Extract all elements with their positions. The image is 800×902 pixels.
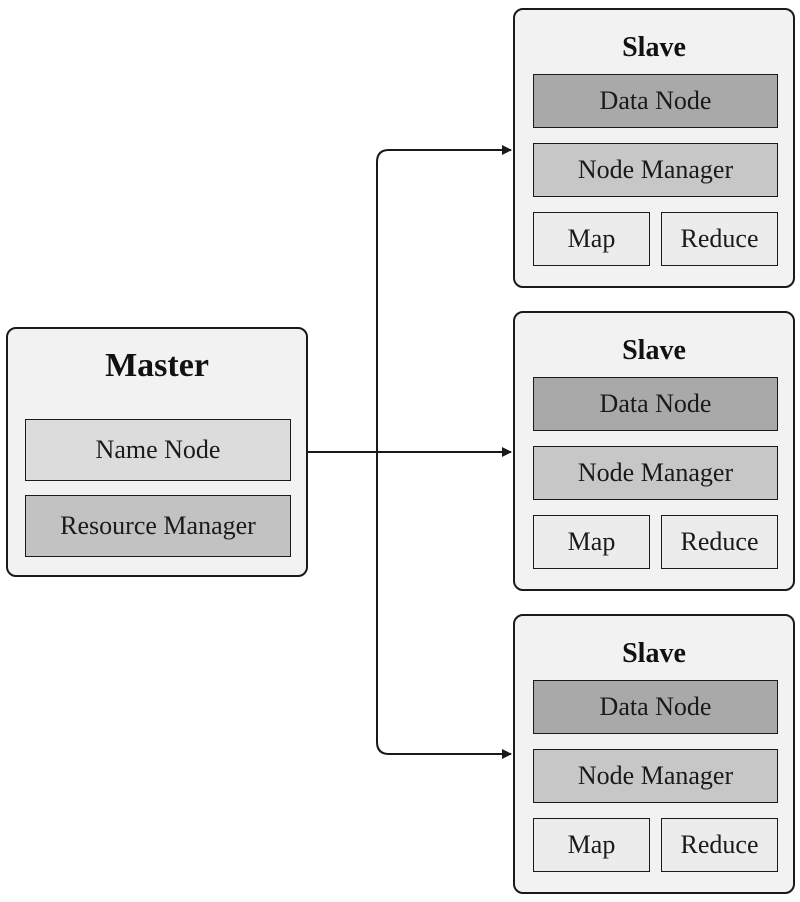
slave-title: Slave (622, 32, 686, 63)
master-node: Master Name Node Resource Manager (6, 327, 308, 577)
slave-title: Slave (622, 335, 686, 366)
resource-manager: Resource Manager (25, 495, 291, 557)
connector-to-slave-3 (376, 452, 512, 759)
slave-node-3: Slave Data Node Node Manager Map Reduce (513, 614, 795, 894)
slave-node-1: Slave Data Node Node Manager Map Reduce (513, 8, 795, 288)
name-node: Name Node (25, 419, 291, 481)
data-node: Data Node (533, 74, 778, 128)
node-manager: Node Manager (533, 446, 778, 500)
data-node: Data Node (533, 377, 778, 431)
node-manager: Node Manager (533, 749, 778, 803)
reduce-task: Reduce (661, 212, 778, 266)
map-task: Map (533, 818, 650, 872)
data-node: Data Node (533, 680, 778, 734)
map-task: Map (533, 515, 650, 569)
slave-title: Slave (622, 638, 686, 669)
reduce-task: Reduce (661, 818, 778, 872)
reduce-task: Reduce (661, 515, 778, 569)
connector-to-slave-1 (376, 145, 512, 452)
master-title: Master (105, 347, 209, 384)
slave-node-2: Slave Data Node Node Manager Map Reduce (513, 311, 795, 591)
map-task: Map (533, 212, 650, 266)
node-manager: Node Manager (533, 143, 778, 197)
